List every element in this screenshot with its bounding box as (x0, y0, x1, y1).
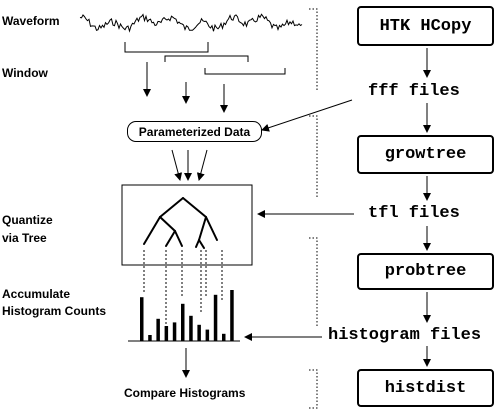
fff-to-data-arrow (261, 99, 353, 132)
waveform-signal (79, 13, 303, 33)
hcopy-box: HTK HCopy (357, 6, 494, 46)
histogram-bar (230, 290, 234, 341)
histdist-label: histdist (384, 378, 467, 398)
histogram-bar (181, 303, 185, 341)
probtree-label: probtree (384, 262, 467, 281)
histogram-bar (140, 297, 144, 341)
histogram-bar (189, 315, 193, 341)
tfl-files-label: tfl files (368, 204, 460, 223)
growtree-label: growtree (384, 145, 467, 164)
label-accumulate: Accumulate (2, 287, 71, 301)
parameterized-data-label: Parameterized Data (138, 124, 251, 139)
label-window: Window (2, 66, 48, 80)
window-brackets (124, 42, 286, 75)
histogram-bar (205, 329, 210, 341)
probtree-box: probtree (357, 253, 494, 290)
label-waveform: Waveform (2, 14, 60, 28)
fff-files-label: fff files (368, 82, 460, 101)
histogram-bars (140, 290, 234, 341)
hcopy-label: HTK HCopy (379, 16, 472, 36)
decision-tree (143, 197, 218, 249)
data-arrow (171, 149, 183, 181)
label-compare-histograms: Compare Histograms (124, 386, 246, 400)
histogram-bar (197, 324, 201, 341)
histogram-bar (172, 322, 177, 341)
histogram-bar (148, 335, 152, 341)
growtree-box: growtree (357, 135, 494, 174)
tree-frame (121, 184, 253, 266)
label-quantize: Quantize (2, 213, 53, 227)
data-arrow (196, 149, 208, 181)
histdist-box: histdist (357, 369, 494, 407)
histogram-bar (222, 333, 226, 341)
histogram-files-label: histogram files (328, 326, 482, 345)
parameterized-data-node: Parameterized Data (127, 121, 262, 142)
histogram-bar (213, 294, 218, 341)
label-histogram-counts: Histogram Counts (2, 304, 107, 318)
label-via-tree: via Tree (2, 231, 47, 245)
histogram-bar (164, 326, 169, 341)
histogram-bar (156, 318, 160, 341)
